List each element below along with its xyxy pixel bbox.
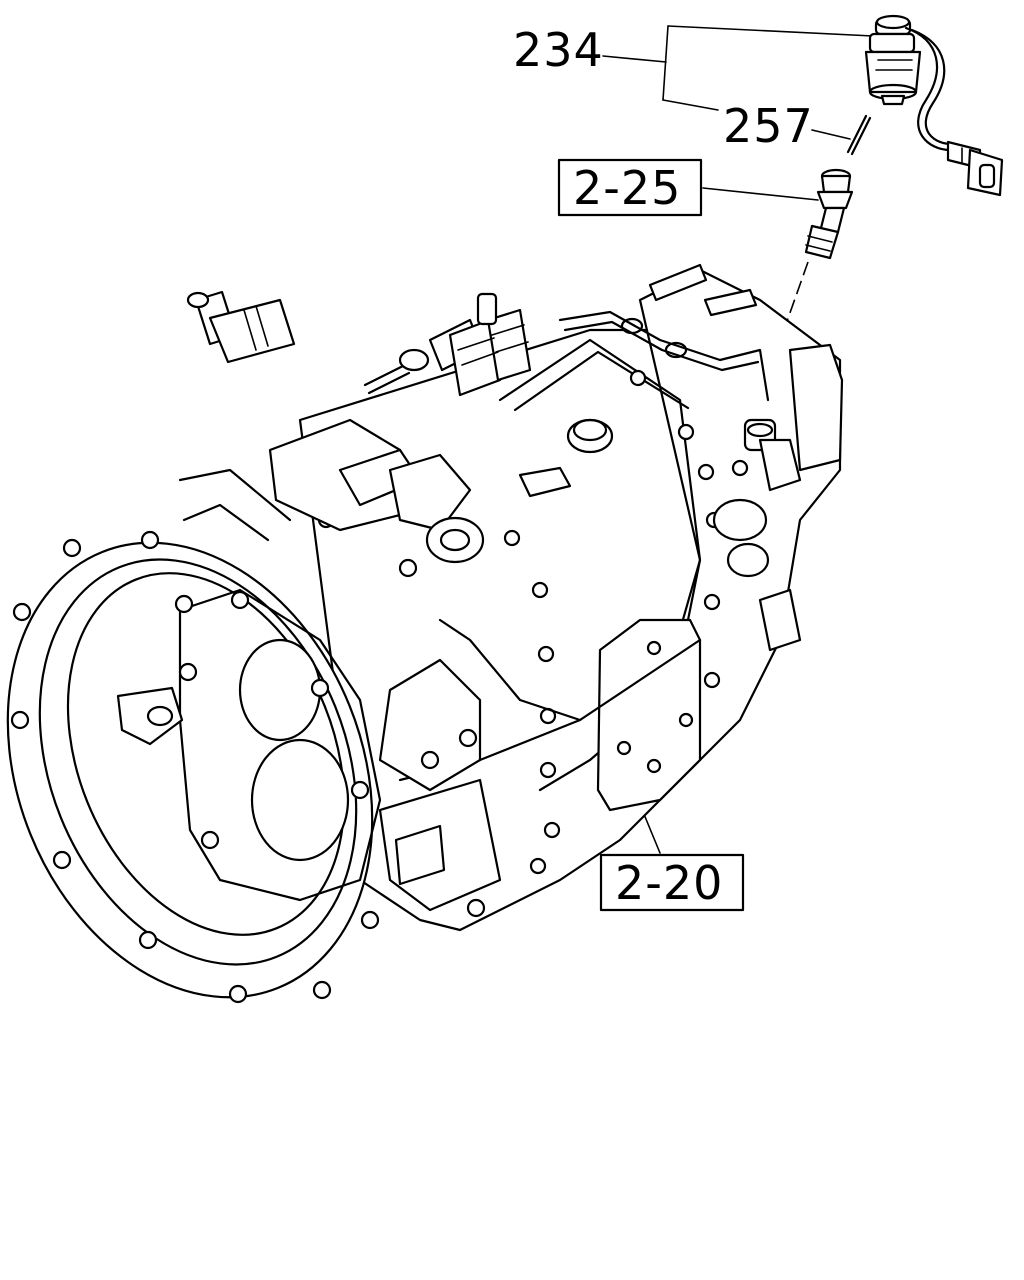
- callout-2-20-box: [599, 853, 745, 912]
- callout-2-20[interactable]: 2-20: [599, 789, 745, 912]
- pin-part-257: [846, 114, 872, 156]
- callout-257-label: 257: [723, 99, 814, 153]
- callout-2-25-label: 2-25: [573, 161, 681, 215]
- callout-234[interactable]: 234: [513, 23, 874, 111]
- transmission-assembly: [6, 263, 844, 1004]
- callout-2-25-box: [557, 158, 703, 217]
- callout-2-25[interactable]: 2-25: [557, 158, 819, 217]
- callout-234-label: 234: [513, 23, 604, 77]
- bell-housing: [6, 530, 382, 1004]
- callout-257[interactable]: 257: [723, 99, 851, 153]
- speed-sensor-part-234: [864, 14, 1004, 197]
- callout-2-20-label: 2-20: [615, 856, 723, 910]
